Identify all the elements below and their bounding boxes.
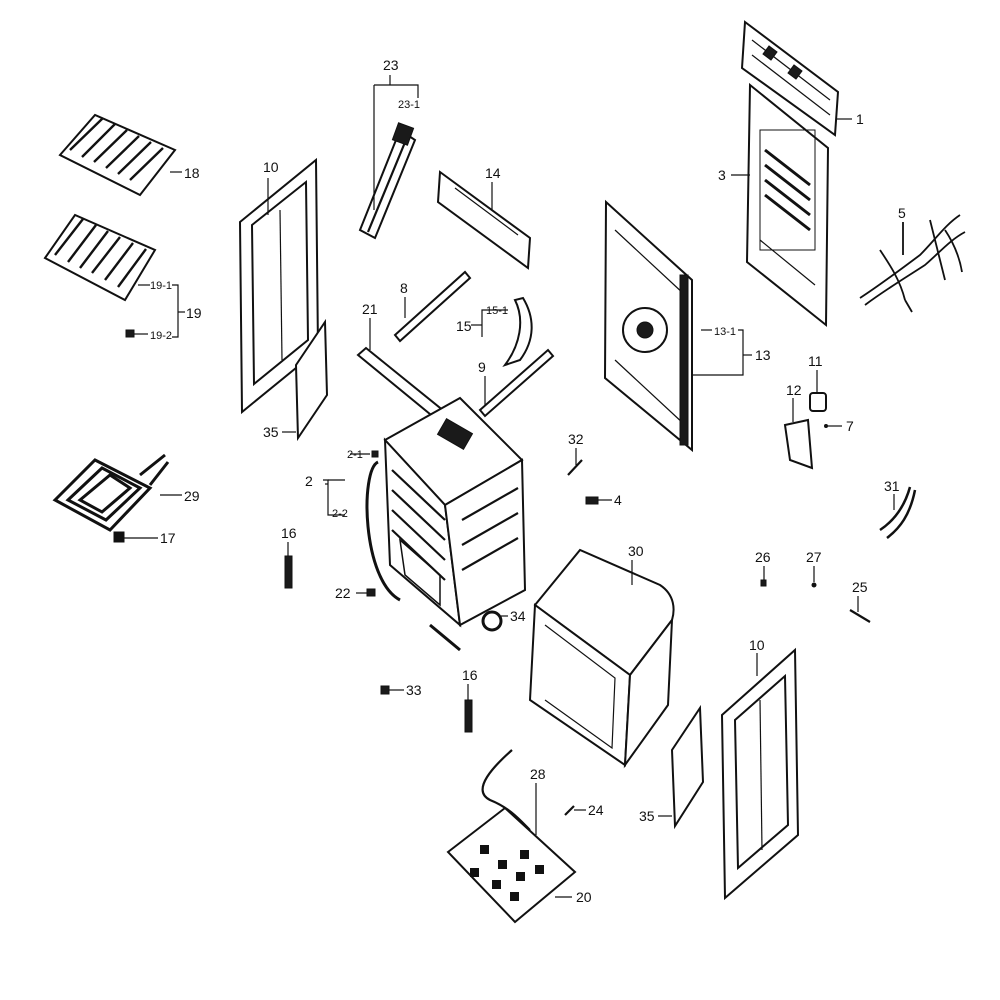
label-23-1: 23-1 bbox=[398, 99, 420, 111]
label-10-right: 10 bbox=[749, 637, 765, 653]
part-1-rear-trim bbox=[740, 20, 852, 137]
label-16-bottom: 16 bbox=[462, 667, 478, 683]
part-23-heater bbox=[358, 75, 419, 240]
label-3: 3 bbox=[718, 167, 726, 183]
part-8-rail bbox=[393, 270, 472, 343]
part-2-oven-cavity bbox=[323, 396, 527, 652]
label-1: 1 bbox=[856, 111, 864, 127]
label-35-left: 35 bbox=[263, 424, 279, 440]
label-25: 25 bbox=[852, 579, 868, 595]
part-20-base-panel bbox=[446, 806, 577, 924]
part-24-screw bbox=[564, 805, 586, 816]
label-19: 19 bbox=[186, 305, 202, 321]
label-15-1: 15-1 bbox=[486, 305, 508, 317]
label-8: 8 bbox=[400, 280, 408, 296]
label-19-2: 19-2 bbox=[150, 330, 172, 342]
part-35-glass-right bbox=[658, 704, 705, 830]
part-25-rod bbox=[849, 596, 871, 623]
label-27: 27 bbox=[806, 549, 822, 565]
part-34-fan bbox=[481, 610, 508, 632]
part-31-wire bbox=[879, 486, 917, 539]
label-2-1: 2-1 bbox=[347, 449, 363, 461]
label-13-1: 13-1 bbox=[714, 326, 736, 338]
label-31: 31 bbox=[884, 478, 900, 494]
part-14-bracket bbox=[436, 170, 532, 270]
label-24: 24 bbox=[588, 802, 604, 818]
part-5-wire-harness bbox=[859, 214, 966, 313]
label-32: 32 bbox=[568, 431, 584, 447]
part-12-module bbox=[783, 398, 814, 470]
label-28: 28 bbox=[530, 766, 546, 782]
label-10-left: 10 bbox=[263, 159, 279, 175]
label-5: 5 bbox=[898, 205, 906, 221]
label-16-left: 16 bbox=[281, 525, 297, 541]
part-11-switch bbox=[809, 370, 827, 412]
label-22: 22 bbox=[335, 585, 351, 601]
part-27-screw bbox=[811, 566, 817, 588]
part-22-screw bbox=[356, 588, 376, 597]
part-18-rack bbox=[58, 113, 182, 197]
label-17: 17 bbox=[160, 530, 176, 546]
label-20: 20 bbox=[576, 889, 592, 905]
label-33: 33 bbox=[406, 682, 422, 698]
label-34: 34 bbox=[510, 608, 526, 624]
label-23: 23 bbox=[383, 57, 399, 73]
label-2: 2 bbox=[305, 473, 313, 489]
part-33-screw bbox=[380, 685, 404, 695]
part-35-glass-left bbox=[282, 318, 329, 442]
label-12: 12 bbox=[786, 382, 802, 398]
label-30: 30 bbox=[628, 543, 644, 559]
label-18: 18 bbox=[184, 165, 200, 181]
label-11: 11 bbox=[808, 353, 823, 369]
part-7-screw bbox=[824, 424, 842, 428]
label-21: 21 bbox=[362, 301, 378, 317]
label-9: 9 bbox=[478, 359, 486, 375]
part-30-wrapper bbox=[528, 548, 675, 769]
label-15: 15 bbox=[456, 318, 472, 334]
label-13: 13 bbox=[755, 347, 771, 363]
part-16-hinge-left bbox=[284, 542, 293, 589]
label-26: 26 bbox=[755, 549, 771, 565]
part-19-rack bbox=[43, 213, 185, 338]
label-4: 4 bbox=[614, 492, 622, 508]
part-10-door-left bbox=[238, 157, 320, 415]
part-29-bake-element bbox=[52, 453, 182, 543]
part-3-rear-panel bbox=[731, 82, 830, 328]
label-2-2: 2-2 bbox=[332, 508, 348, 520]
part-15-duct bbox=[471, 296, 533, 367]
label-7: 7 bbox=[846, 418, 854, 434]
part-32-sensor bbox=[567, 448, 583, 476]
part-9-rail bbox=[478, 348, 555, 418]
part-26-screw bbox=[760, 566, 767, 587]
part-4-screw bbox=[585, 496, 612, 505]
part-28-wire bbox=[481, 749, 537, 835]
label-35-right: 35 bbox=[639, 808, 655, 824]
part-16-hinge-bottom bbox=[464, 684, 473, 733]
label-14: 14 bbox=[485, 165, 501, 181]
part-13-side-panel bbox=[603, 199, 752, 453]
label-29: 29 bbox=[184, 488, 200, 504]
part-10-door-right bbox=[720, 647, 800, 901]
label-19-1: 19-1 bbox=[150, 280, 172, 292]
